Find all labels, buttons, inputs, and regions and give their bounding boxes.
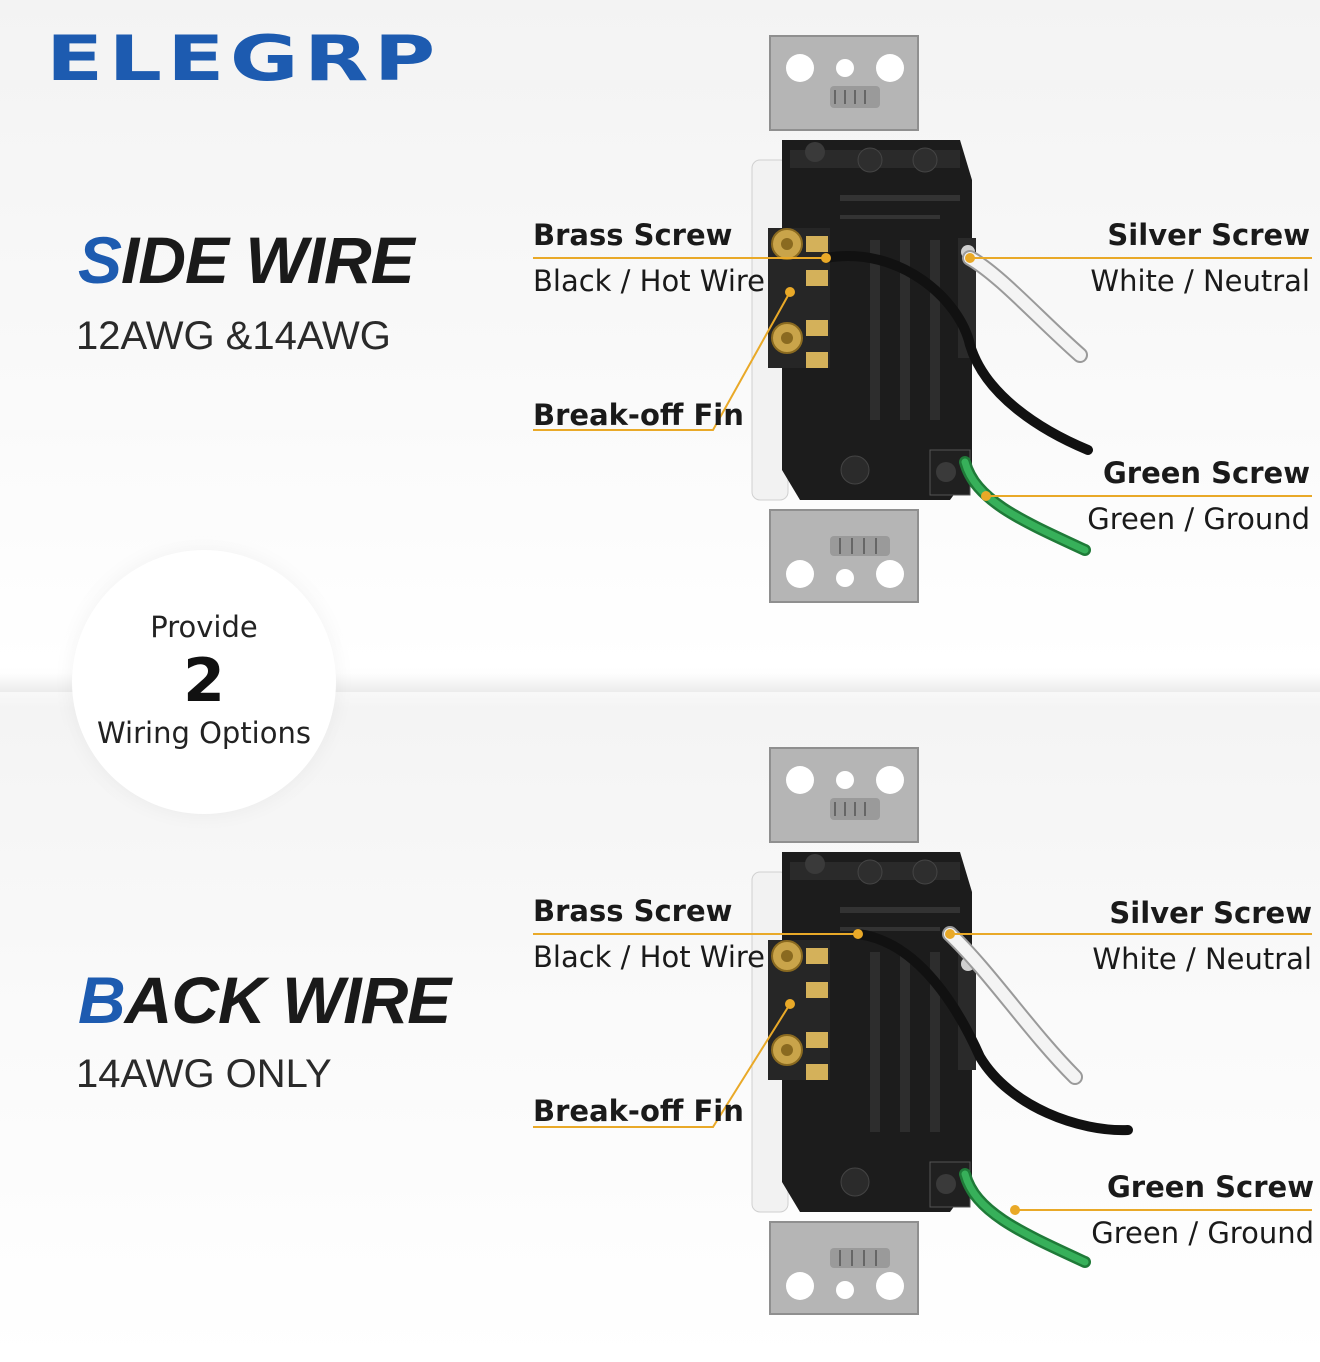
back-green-screw-label: Green Screw (1106, 1170, 1314, 1204)
side-wire-subtitle: 12AWG &14AWG (76, 314, 391, 358)
back-brass-wire-label: Black / Hot Wire (533, 940, 766, 974)
back-wire-title: BACK WIRE (78, 962, 452, 1038)
back-silver-screw-label: Silver Screw (1109, 896, 1312, 930)
badge-number: 2 (183, 646, 225, 716)
side-wire-title: SIDE WIRE (78, 222, 415, 298)
side-wire-receptacle (533, 35, 1312, 603)
side-green-wire-label: Green / Ground (1087, 502, 1310, 536)
side-silver-screw-label: Silver Screw (1107, 218, 1310, 252)
side-breakoff-fin-label: Break-off Fin (533, 398, 744, 432)
back-wire-title-rest: ACK WIRE (124, 963, 452, 1037)
back-wire-subtitle: 14AWG ONLY (76, 1052, 332, 1096)
wiring-options-badge: Provide 2 Wiring Options (72, 550, 336, 814)
side-wire-title-initial: S (78, 223, 122, 297)
badge-bottom-text: Wiring Options (97, 716, 311, 750)
side-brass-screw-label: Brass Screw (533, 218, 733, 252)
badge-top-text: Provide (150, 610, 258, 644)
back-wire-title-initial: B (78, 963, 126, 1037)
brand-logo: ELEGRP (46, 22, 441, 95)
side-brass-wire-label: Black / Hot Wire (533, 264, 766, 298)
back-wire-receptacle (533, 747, 1312, 1315)
back-green-wire-label: Green / Ground (1091, 1216, 1314, 1250)
side-silver-wire-label: White / Neutral (1090, 264, 1310, 298)
side-wire-title-rest: IDE WIRE (121, 223, 415, 297)
back-silver-wire-label: White / Neutral (1092, 942, 1312, 976)
back-breakoff-fin-label: Break-off Fin (533, 1094, 744, 1128)
back-brass-screw-label: Brass Screw (533, 894, 733, 928)
side-green-screw-label: Green Screw (1102, 456, 1310, 490)
